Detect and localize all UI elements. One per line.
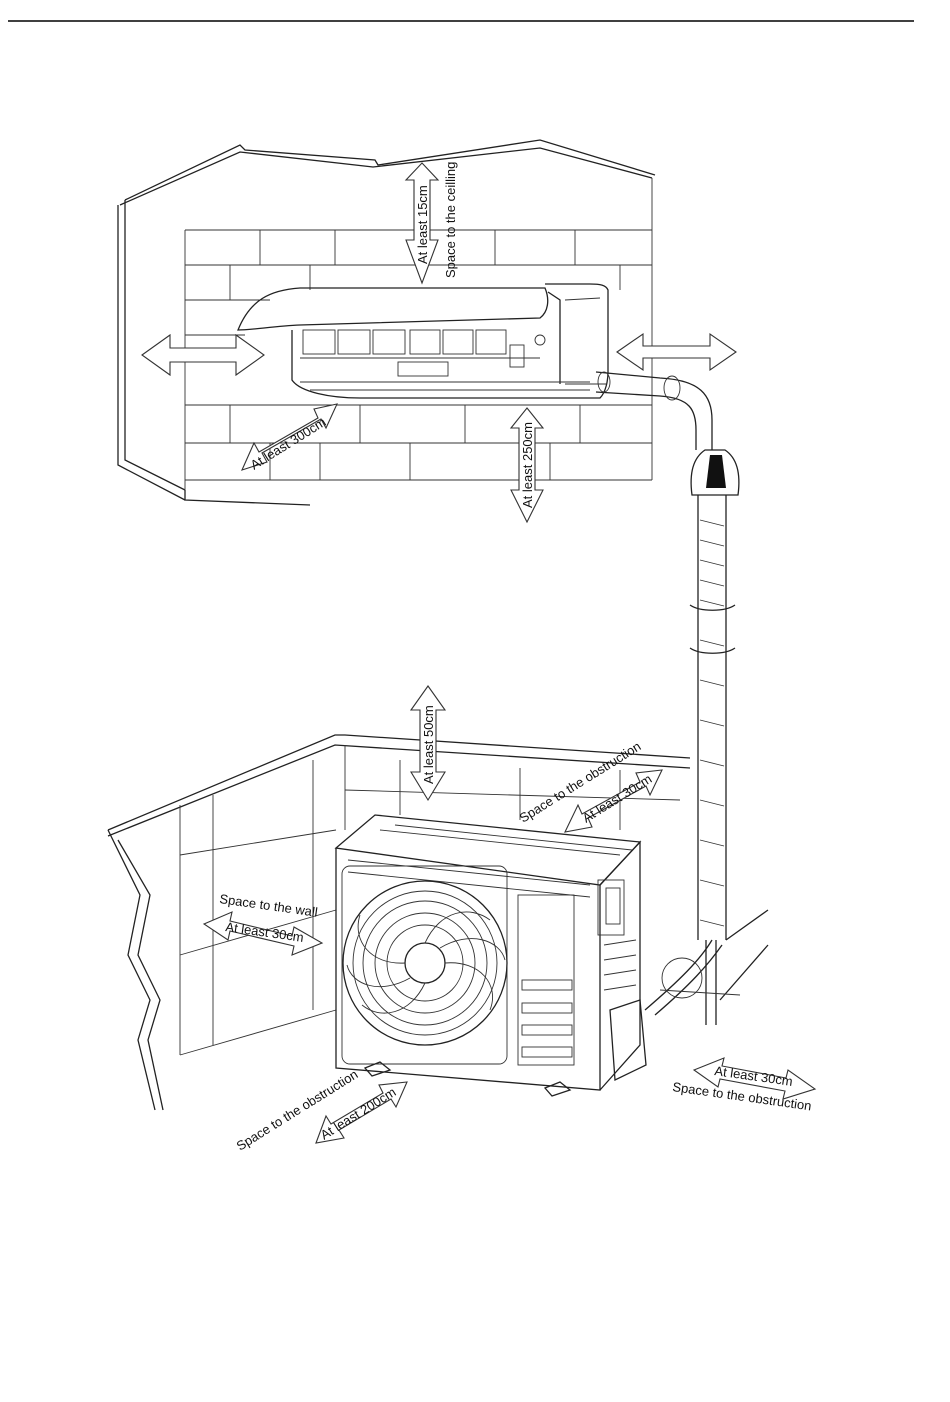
label-ceiling-distance: At least 15cm bbox=[415, 185, 430, 264]
arrow-left-side bbox=[142, 335, 264, 375]
label-wall-caption: Space to the wall bbox=[219, 891, 319, 920]
label-ceiling-caption: Space to the ceilling bbox=[443, 162, 458, 278]
label-top-distance: At least 50cm bbox=[421, 705, 436, 784]
label-wall-distance: At least 30cm bbox=[225, 919, 305, 945]
label-front-out-caption: Space to the obstruction bbox=[234, 1067, 361, 1154]
refrigerant-pipe bbox=[645, 450, 768, 1025]
arrow-right-side bbox=[617, 334, 736, 370]
label-floor-distance: At least 250cm bbox=[520, 422, 535, 508]
outdoor-unit bbox=[336, 815, 646, 1096]
fan-grille bbox=[343, 881, 507, 1045]
